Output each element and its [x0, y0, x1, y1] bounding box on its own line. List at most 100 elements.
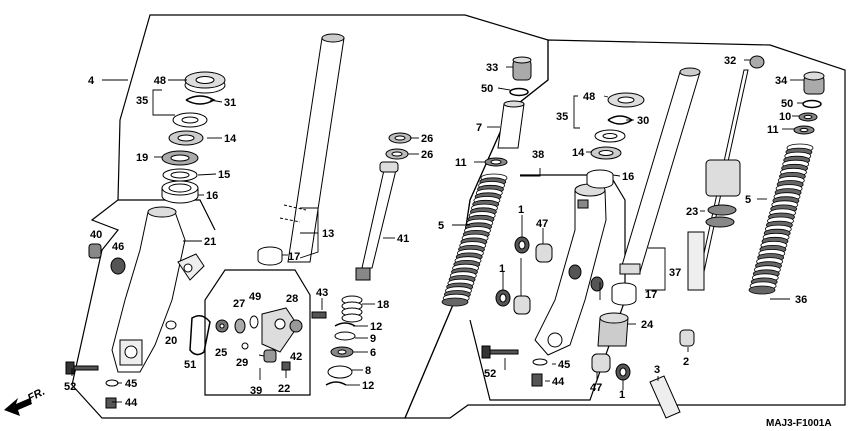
callout-label: 19 [136, 152, 148, 164]
bushing-40-shape [88, 243, 102, 259]
callout-label: 32 [724, 55, 736, 67]
ring-27-shape [234, 318, 246, 334]
callout-label: 34 [775, 75, 788, 87]
callout-label: 12 [362, 380, 374, 392]
callout-label: 9 [370, 333, 376, 345]
callout-label: 51 [184, 359, 196, 371]
callout-label: 49 [249, 291, 261, 303]
left-slider-21-shape [111, 211, 186, 373]
callout-label: 40 [90, 229, 102, 241]
spacer-42-shape [263, 349, 277, 363]
fork-spring-5b-shape [748, 143, 814, 295]
fork-tube-13-shape [287, 37, 345, 263]
oring-50a-shape [509, 87, 529, 97]
callout-label: 5 [438, 220, 444, 232]
left-parts [65, 33, 412, 409]
spring-coil [441, 297, 469, 307]
front-direction-arrow: FR. [4, 386, 47, 416]
callout-label: 6 [370, 347, 376, 359]
callout-label: 52 [484, 368, 496, 380]
callout-label: 48 [583, 91, 595, 103]
callout-label: 26 [421, 133, 433, 145]
callout-labels: 4 48 35 31 14 19 15 16 21 40 46 13 17 26… [64, 55, 807, 409]
pin-29-shape [241, 342, 249, 350]
callout-label: 48 [154, 75, 166, 87]
bushing-47a-shape [535, 243, 553, 263]
direction-label: FR. [26, 386, 47, 405]
callout-label: 11 [455, 157, 467, 169]
callout-label: 41 [397, 233, 409, 245]
bolt-44-right-shape [531, 373, 543, 387]
figure-code: MAJ3-F1001A [766, 418, 832, 429]
callout-label: 36 [795, 294, 807, 306]
callout-label: 44 [125, 397, 138, 409]
callout-label: 21 [204, 236, 216, 248]
left-slider-frame [118, 199, 216, 231]
washer-45-right-shape [532, 358, 548, 366]
callout-label: 16 [206, 190, 218, 202]
cover-28-shape [261, 307, 299, 353]
circlip-31-shape [185, 95, 216, 105]
fork-spring-5a-shape [441, 173, 508, 307]
callout-label: 39 [250, 385, 262, 397]
damper-frame [204, 269, 311, 396]
callout-label: 17 [288, 251, 300, 263]
callout-label: 24 [641, 319, 654, 331]
callout-label: 1 [499, 263, 505, 275]
callout-label: 45 [125, 378, 137, 390]
callout-label: 47 [590, 382, 602, 394]
callout-label: 28 [286, 293, 298, 305]
callout-label: 1 [619, 389, 625, 401]
clip-12b-shape [325, 381, 347, 386]
callout-label: 33 [486, 62, 498, 74]
callout-label: 30 [637, 115, 649, 127]
bushing-2-shape [679, 329, 695, 347]
washer-49-shape [249, 315, 259, 329]
callout-label: 10 [779, 111, 791, 123]
callout-label: 38 [532, 149, 544, 161]
callout-label: 2 [683, 356, 689, 368]
screw-22-shape [281, 361, 291, 371]
callout-label: 7 [476, 122, 482, 134]
callout-label: 13 [322, 228, 334, 240]
callout-label: 14 [572, 147, 585, 159]
callout-label: 4 [88, 75, 95, 87]
callout-label: 50 [781, 98, 793, 110]
washer-45-left-shape [105, 379, 119, 387]
callout-label: 47 [536, 218, 548, 230]
oring-50b-shape [802, 99, 822, 109]
rebound-spring-18-shape [341, 295, 363, 323]
callout-label: 3 [654, 364, 660, 376]
gasket-51-shape [189, 315, 211, 356]
callout-label: 35 [556, 111, 568, 123]
callout-label: 46 [112, 241, 124, 253]
callout-label: 25 [215, 347, 227, 359]
clip-12a-shape [334, 322, 356, 327]
pin-3-shape [649, 375, 681, 419]
callout-label: 11 [767, 124, 779, 136]
callout-label: 14 [224, 133, 237, 145]
callout-label: 18 [377, 299, 389, 311]
bushing-47c-shape [591, 353, 611, 373]
ring-9-shape [334, 331, 356, 341]
callout-label: 20 [165, 335, 177, 347]
callout-label: 5 [745, 194, 751, 206]
callout-label: 23 [686, 206, 698, 218]
seat-8-shape [327, 365, 353, 379]
nut-28-shape [289, 319, 303, 333]
spacer-7-shape [497, 103, 525, 149]
callout-label: 16 [622, 171, 634, 183]
leader-lines [71, 59, 804, 403]
callout-label: 1 [518, 204, 524, 216]
callout-label: 52 [64, 381, 76, 393]
callout-label: 42 [290, 351, 302, 363]
callout-label: 29 [236, 357, 248, 369]
callout-label: 50 [481, 83, 493, 95]
bushing-47b-shape [513, 295, 531, 315]
callout-label: 31 [224, 97, 236, 109]
callout-label: 15 [218, 169, 230, 181]
nut-32-shape [749, 55, 765, 69]
callout-label: 44 [552, 376, 565, 388]
washer-20-shape [165, 320, 177, 330]
